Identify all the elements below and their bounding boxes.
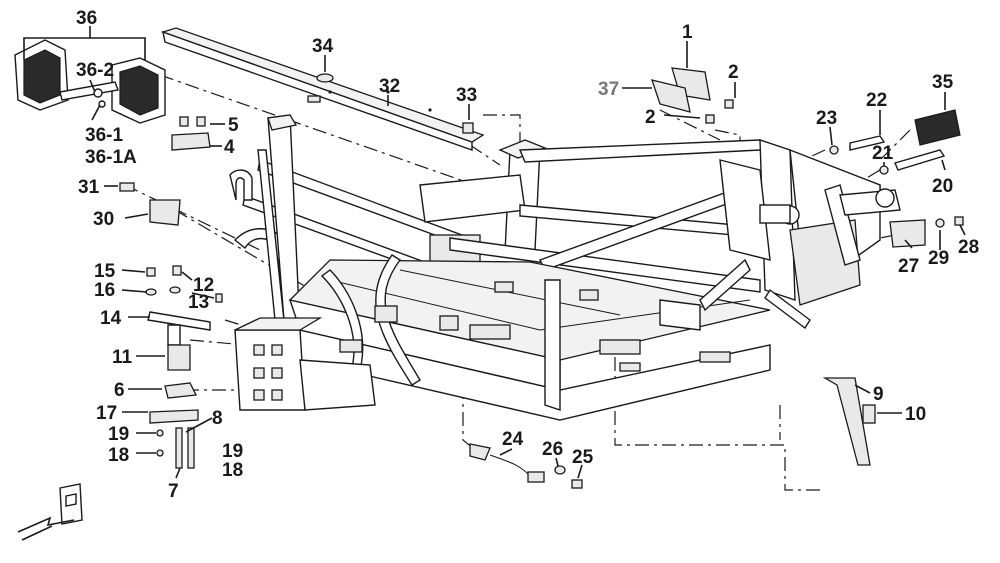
callout-18a: 18 [108,445,129,466]
callout-25: 25 [572,447,594,468]
callout-21: 21 [872,143,894,164]
callout-29: 29 [928,248,949,269]
callout-7: 7 [168,481,179,502]
callout-28: 28 [958,237,979,258]
callout-1: 1 [682,22,693,43]
callout-16: 16 [94,280,115,301]
callout-4: 4 [224,137,235,158]
callout-33: 33 [456,85,477,106]
callout-8: 8 [212,408,223,429]
callout-36-2: 36-2 [76,60,114,81]
callout-32: 32 [379,76,400,97]
callout-9: 9 [873,384,884,405]
callout-2b: 2 [645,107,656,128]
callout-19b: 19 [222,441,243,462]
callout-23: 23 [816,108,837,129]
callout-27: 27 [898,256,919,277]
callout-36: 36 [76,8,97,29]
callout-36-1: 36-1 [85,125,123,146]
callout-17: 17 [96,403,117,424]
callout-37: 37 [598,79,619,100]
leader-lines [23,26,966,479]
callout-6: 6 [114,380,125,401]
callout-24: 24 [502,429,524,450]
callout-15: 15 [94,261,116,282]
callout-14: 14 [100,308,122,329]
callouts: 36 36-2 36-1 36-1A 34 32 33 1 2 37 2 35 … [76,8,979,502]
callout-26: 26 [542,439,563,460]
callout-34: 34 [312,36,334,57]
callout-18b: 18 [222,460,243,481]
callout-22: 22 [866,90,887,111]
callout-36-1A: 36-1A [85,147,137,168]
exploded-parts [14,39,964,489]
callout-30: 30 [93,209,114,230]
callout-35: 35 [932,72,954,93]
callout-2a: 2 [728,62,739,83]
callout-13: 13 [188,292,209,313]
callout-12: 12 [193,275,214,296]
front-arrow-icon [17,483,83,541]
callout-11: 11 [112,347,133,368]
callout-20: 20 [932,176,953,197]
utv-main-frame [160,27,961,421]
callout-10: 10 [905,404,926,425]
callout-5: 5 [228,115,239,136]
callout-19a: 19 [108,424,129,445]
callout-31: 31 [78,177,100,198]
